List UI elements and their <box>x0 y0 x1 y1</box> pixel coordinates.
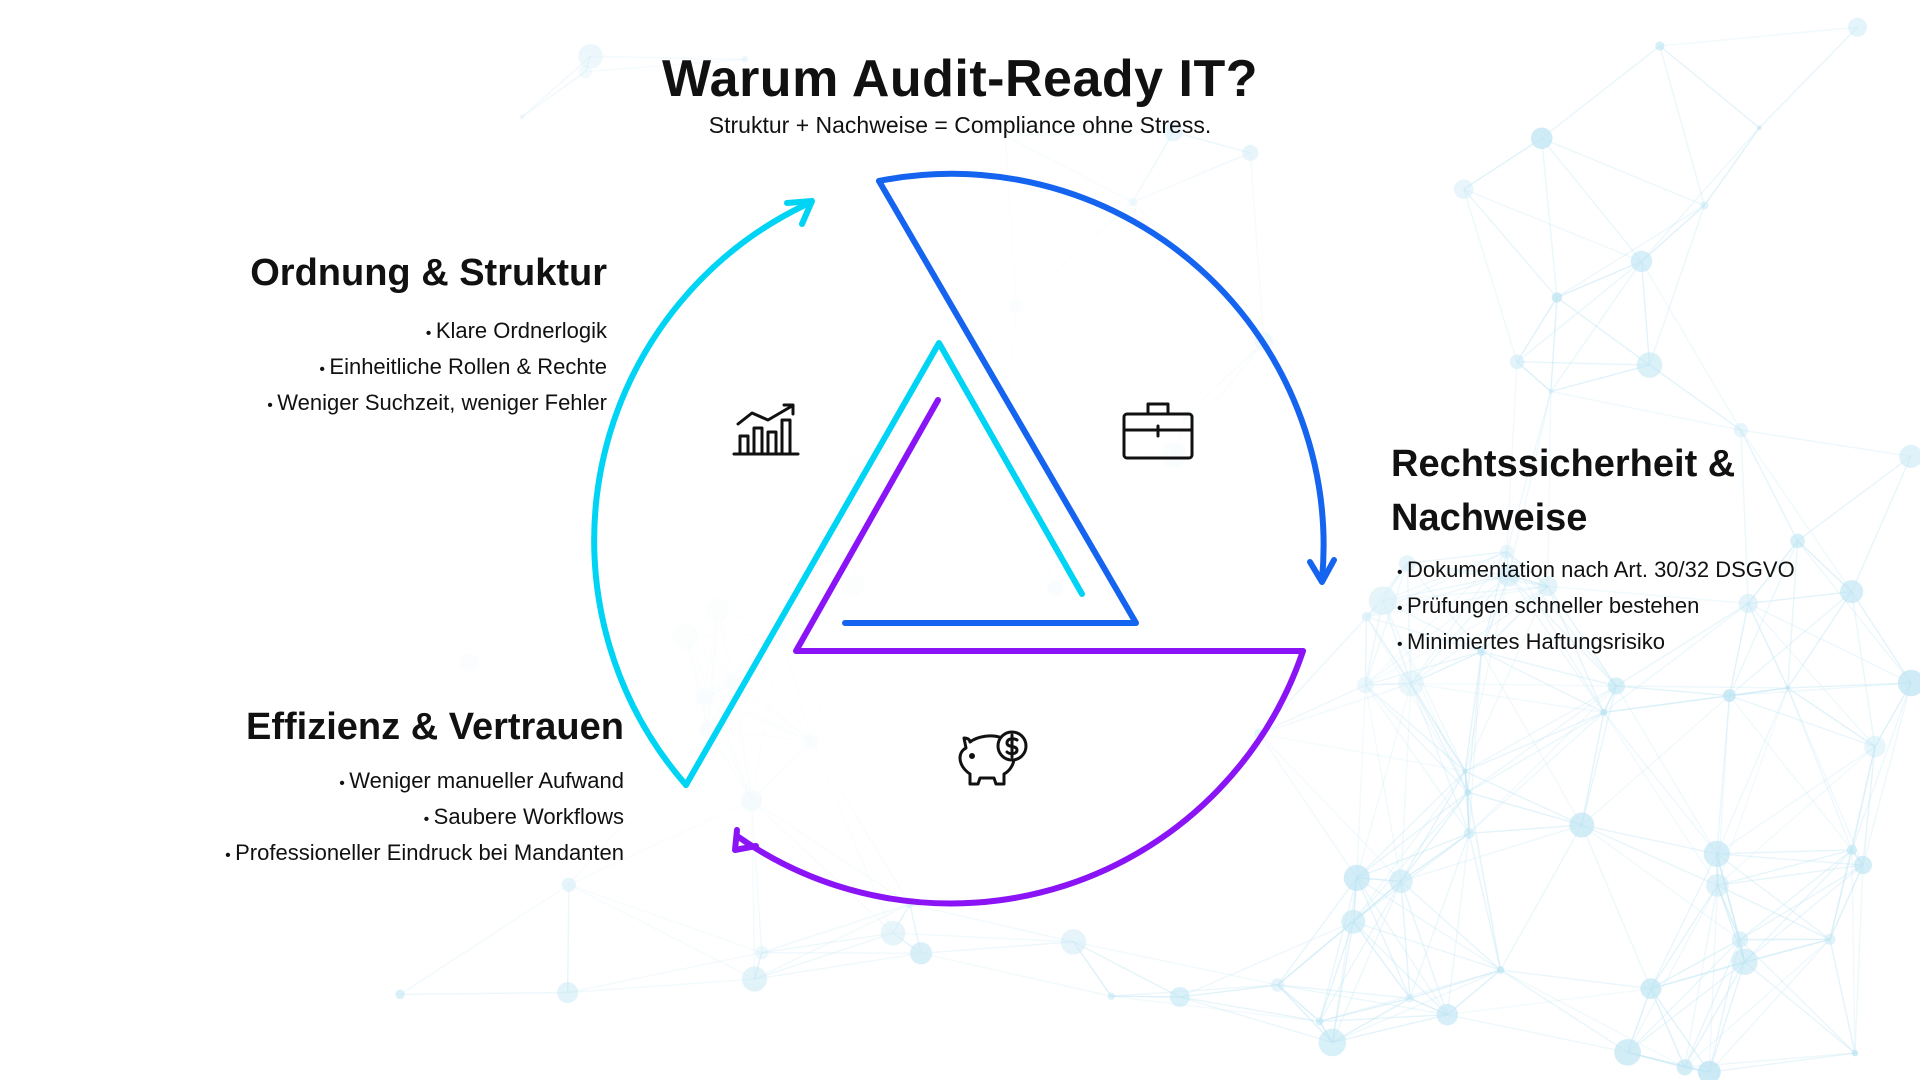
cycle-arc-purple <box>734 648 1306 907</box>
cycle-segment-recht <box>842 170 1337 626</box>
list-item: Weniger Suchzeit, weniger Fehler <box>87 386 607 422</box>
header: Warum Audit-Ready IT? Struktur + Nachwei… <box>0 48 1920 139</box>
triangle-side-blue <box>842 178 1139 626</box>
list-item: Saubere Workflows <box>104 800 624 836</box>
bar-chart-growth-icon <box>732 403 800 456</box>
cycle-segment-effizienz <box>732 397 1306 907</box>
bullet-list-recht: Dokumentation nach Art. 30/32 DSGVO Prüf… <box>1391 553 1821 661</box>
list-item: Prüfungen schneller bestehen <box>1391 589 1821 625</box>
page-subtitle: Struktur + Nachweise = Compliance ohne S… <box>708 112 1212 138</box>
arrowhead-purple <box>732 827 759 853</box>
list-item: Minimiertes Haftungsrisiko <box>1391 625 1821 661</box>
block-title-recht: Rechtssicherheit & Nachweise <box>1391 443 1736 539</box>
page-title: Warum Audit-Ready IT? <box>662 50 1258 108</box>
list-item: Klare Ordnerlogik <box>87 314 607 350</box>
block-ordnung-struktur: Ordnung & Struktur Klare Ordnerlogik Ein… <box>87 246 607 422</box>
briefcase-icon <box>1122 402 1194 460</box>
block-rechtssicherheit-nachweise: Rechtssicherheit & Nachweise Dokumentati… <box>1391 437 1821 661</box>
arrowhead-blue <box>1307 557 1337 585</box>
block-effizienz-vertrauen: Effizienz & Vertrauen Weniger manueller … <box>104 700 624 872</box>
bullet-list-effizienz: Weniger manueller Aufwand Saubere Workfl… <box>104 764 624 872</box>
list-item: Dokumentation nach Art. 30/32 DSGVO <box>1391 553 1821 589</box>
piggy-bank-dollar-icon <box>958 730 1028 786</box>
triangle-side-cyan <box>683 340 1085 788</box>
block-title-effizienz: Effizienz & Vertrauen <box>246 706 624 748</box>
arrowhead-cyan <box>784 198 815 227</box>
list-item: Einheitliche Rollen & Rechte <box>87 350 607 386</box>
cycle-segment-ordnung <box>591 198 1085 788</box>
triangle-side-purple <box>793 397 1306 654</box>
list-item: Weniger manueller Aufwand <box>104 764 624 800</box>
list-item: Professioneller Eindruck bei Mandanten <box>104 836 624 872</box>
bullet-list-ordnung: Klare Ordnerlogik Einheitliche Rollen & … <box>87 314 607 422</box>
cycle-arc-cyan <box>591 202 808 788</box>
cycle-arc-blue <box>876 170 1327 583</box>
block-title-ordnung: Ordnung & Struktur <box>250 252 607 294</box>
